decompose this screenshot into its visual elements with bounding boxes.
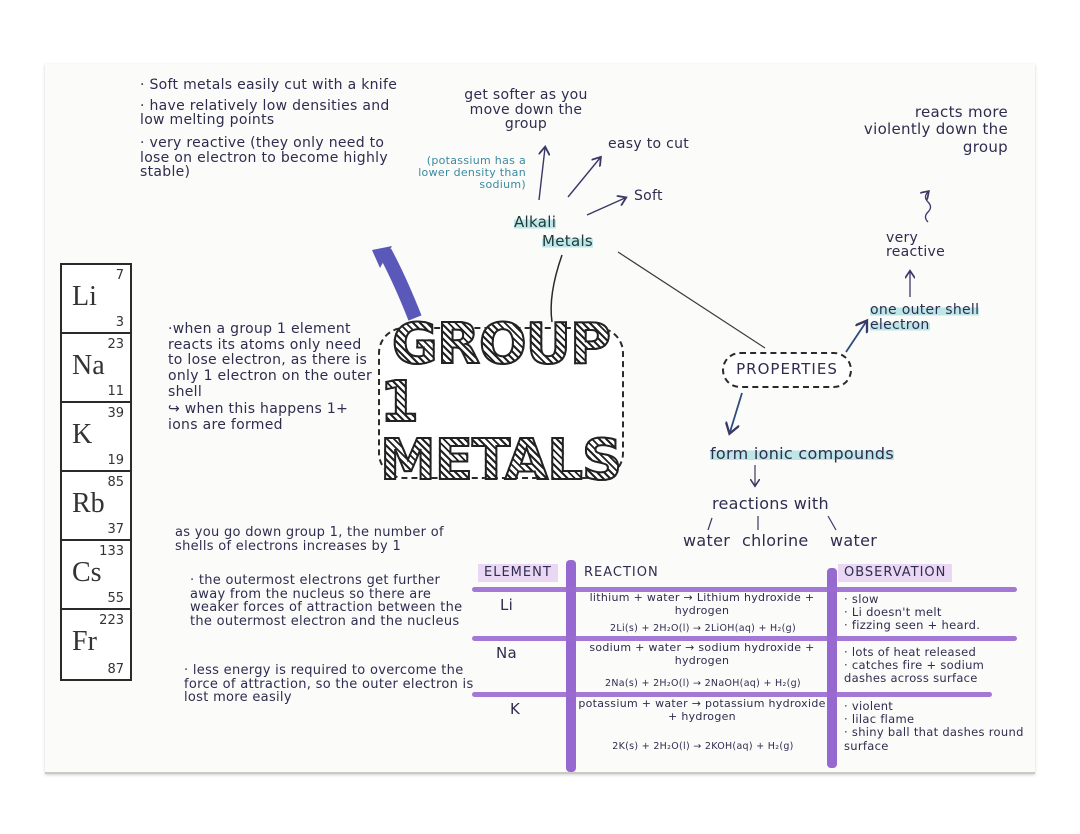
ion-note-text: ·when a group 1 element reacts its atoms…: [168, 321, 373, 400]
row-k-element: K: [510, 700, 521, 718]
table-divider-vertical-1: [566, 560, 576, 772]
row-li-element: Li: [500, 596, 514, 614]
note-very-reactive: · very reactive (they only need to lose …: [140, 135, 388, 181]
ion-note-arrow-text: ↪ when this happens 1+ ions are formed: [168, 401, 349, 434]
element-cell-na: Na 23 11: [62, 334, 130, 403]
trend-point-distance: · the outermost electrons get further aw…: [190, 573, 463, 629]
row-li-observation: · slow · Li doesn't melt · fizzing seen …: [844, 592, 981, 633]
header-element: ELEMENT: [478, 564, 558, 582]
row-li-reaction: lithium + water → Lithium hydroxide + hy…: [589, 591, 815, 617]
title-line-2: 1 METALS: [379, 370, 623, 493]
ionic-compounds-note: form ionic compounds: [710, 444, 894, 463]
row-na-element: Na: [496, 644, 518, 662]
row-na-equation: 2Na(s) + 2H₂O(l) → 2NaOH(aq) + H₂(g): [605, 678, 801, 689]
density-note: (potassium has a lower density than sodi…: [418, 154, 526, 192]
left-notes: · Soft metals easily cut with a knife · …: [140, 78, 400, 186]
element-cell-fr: Fr 223 87: [72, 613, 124, 677]
very-reactive-note: very reactive: [886, 230, 946, 260]
row-na-observation: · lots of heat released · catches fire +…: [844, 645, 985, 686]
reactions-with-label: reactions with: [712, 494, 829, 513]
soft-note: Soft: [634, 188, 663, 204]
table-divider-header: [472, 587, 1017, 592]
outer-shell-note: one outer shell electron: [870, 302, 980, 334]
trend-point-energy: · less energy is required to overcome th…: [184, 663, 474, 706]
easy-to-cut-note: easy to cut: [608, 136, 690, 152]
table-divider-vertical-2: [827, 568, 837, 768]
note-soft-metals: · Soft metals easily cut with a knife: [140, 77, 398, 93]
element-cell-li: Li 7 3: [62, 265, 130, 334]
reactant-chlorine: chlorine: [742, 531, 809, 550]
reactant-water-1: water: [683, 531, 731, 550]
row-na-reaction: sodium + water → sodium hydroxide + hydr…: [589, 641, 815, 667]
row-k-equation: 2K(s) + 2H₂O(l) → 2KOH(aq) + H₂(g): [612, 741, 794, 752]
element-cell-cs: Cs 133 55: [62, 541, 130, 610]
element-cell-rb: Rb 85 37: [62, 472, 130, 541]
element-cell-k: K 39 19: [62, 403, 130, 472]
header-observation: OBSERVATION: [838, 564, 953, 582]
properties-cloud: PROPERTIES: [722, 352, 852, 388]
reactant-water-2: water: [830, 531, 878, 550]
reaction-table: ELEMENT REACTION OBSERVATION Li lithium …: [472, 560, 1023, 772]
violent-down-group-note: reacts more violently down the group: [863, 103, 1008, 156]
periodic-column: Li 7 3 Na 23 11 K 39 19 Rb 85 37 Cs 133 …: [60, 263, 132, 681]
row-k-observation: · violent · lilac flame · shiny ball tha…: [844, 699, 1024, 753]
row-li-equation: 2Li(s) + 2H₂O(l) → 2LiOH(aq) + H₂(g): [610, 623, 796, 634]
alkali-metals-label: Alkali Metals: [514, 213, 594, 250]
softer-down-group-note: get softer as you move down the group: [464, 87, 588, 133]
table-divider-row-2: [472, 692, 992, 697]
header-reaction: REACTION: [584, 565, 659, 580]
ion-note: ·when a group 1 element reacts its atoms…: [168, 321, 380, 434]
trend-intro: as you go down group 1, the number of sh…: [175, 525, 444, 554]
title-line-1: GROUP: [391, 312, 612, 377]
title-cloud: GROUP 1 METALS: [378, 315, 624, 491]
row-k-reaction: potassium + water → potassium hydroxide …: [578, 697, 826, 723]
note-low-density: · have relatively low densities and low …: [140, 97, 390, 129]
table-divider-row-1: [472, 636, 1017, 641]
